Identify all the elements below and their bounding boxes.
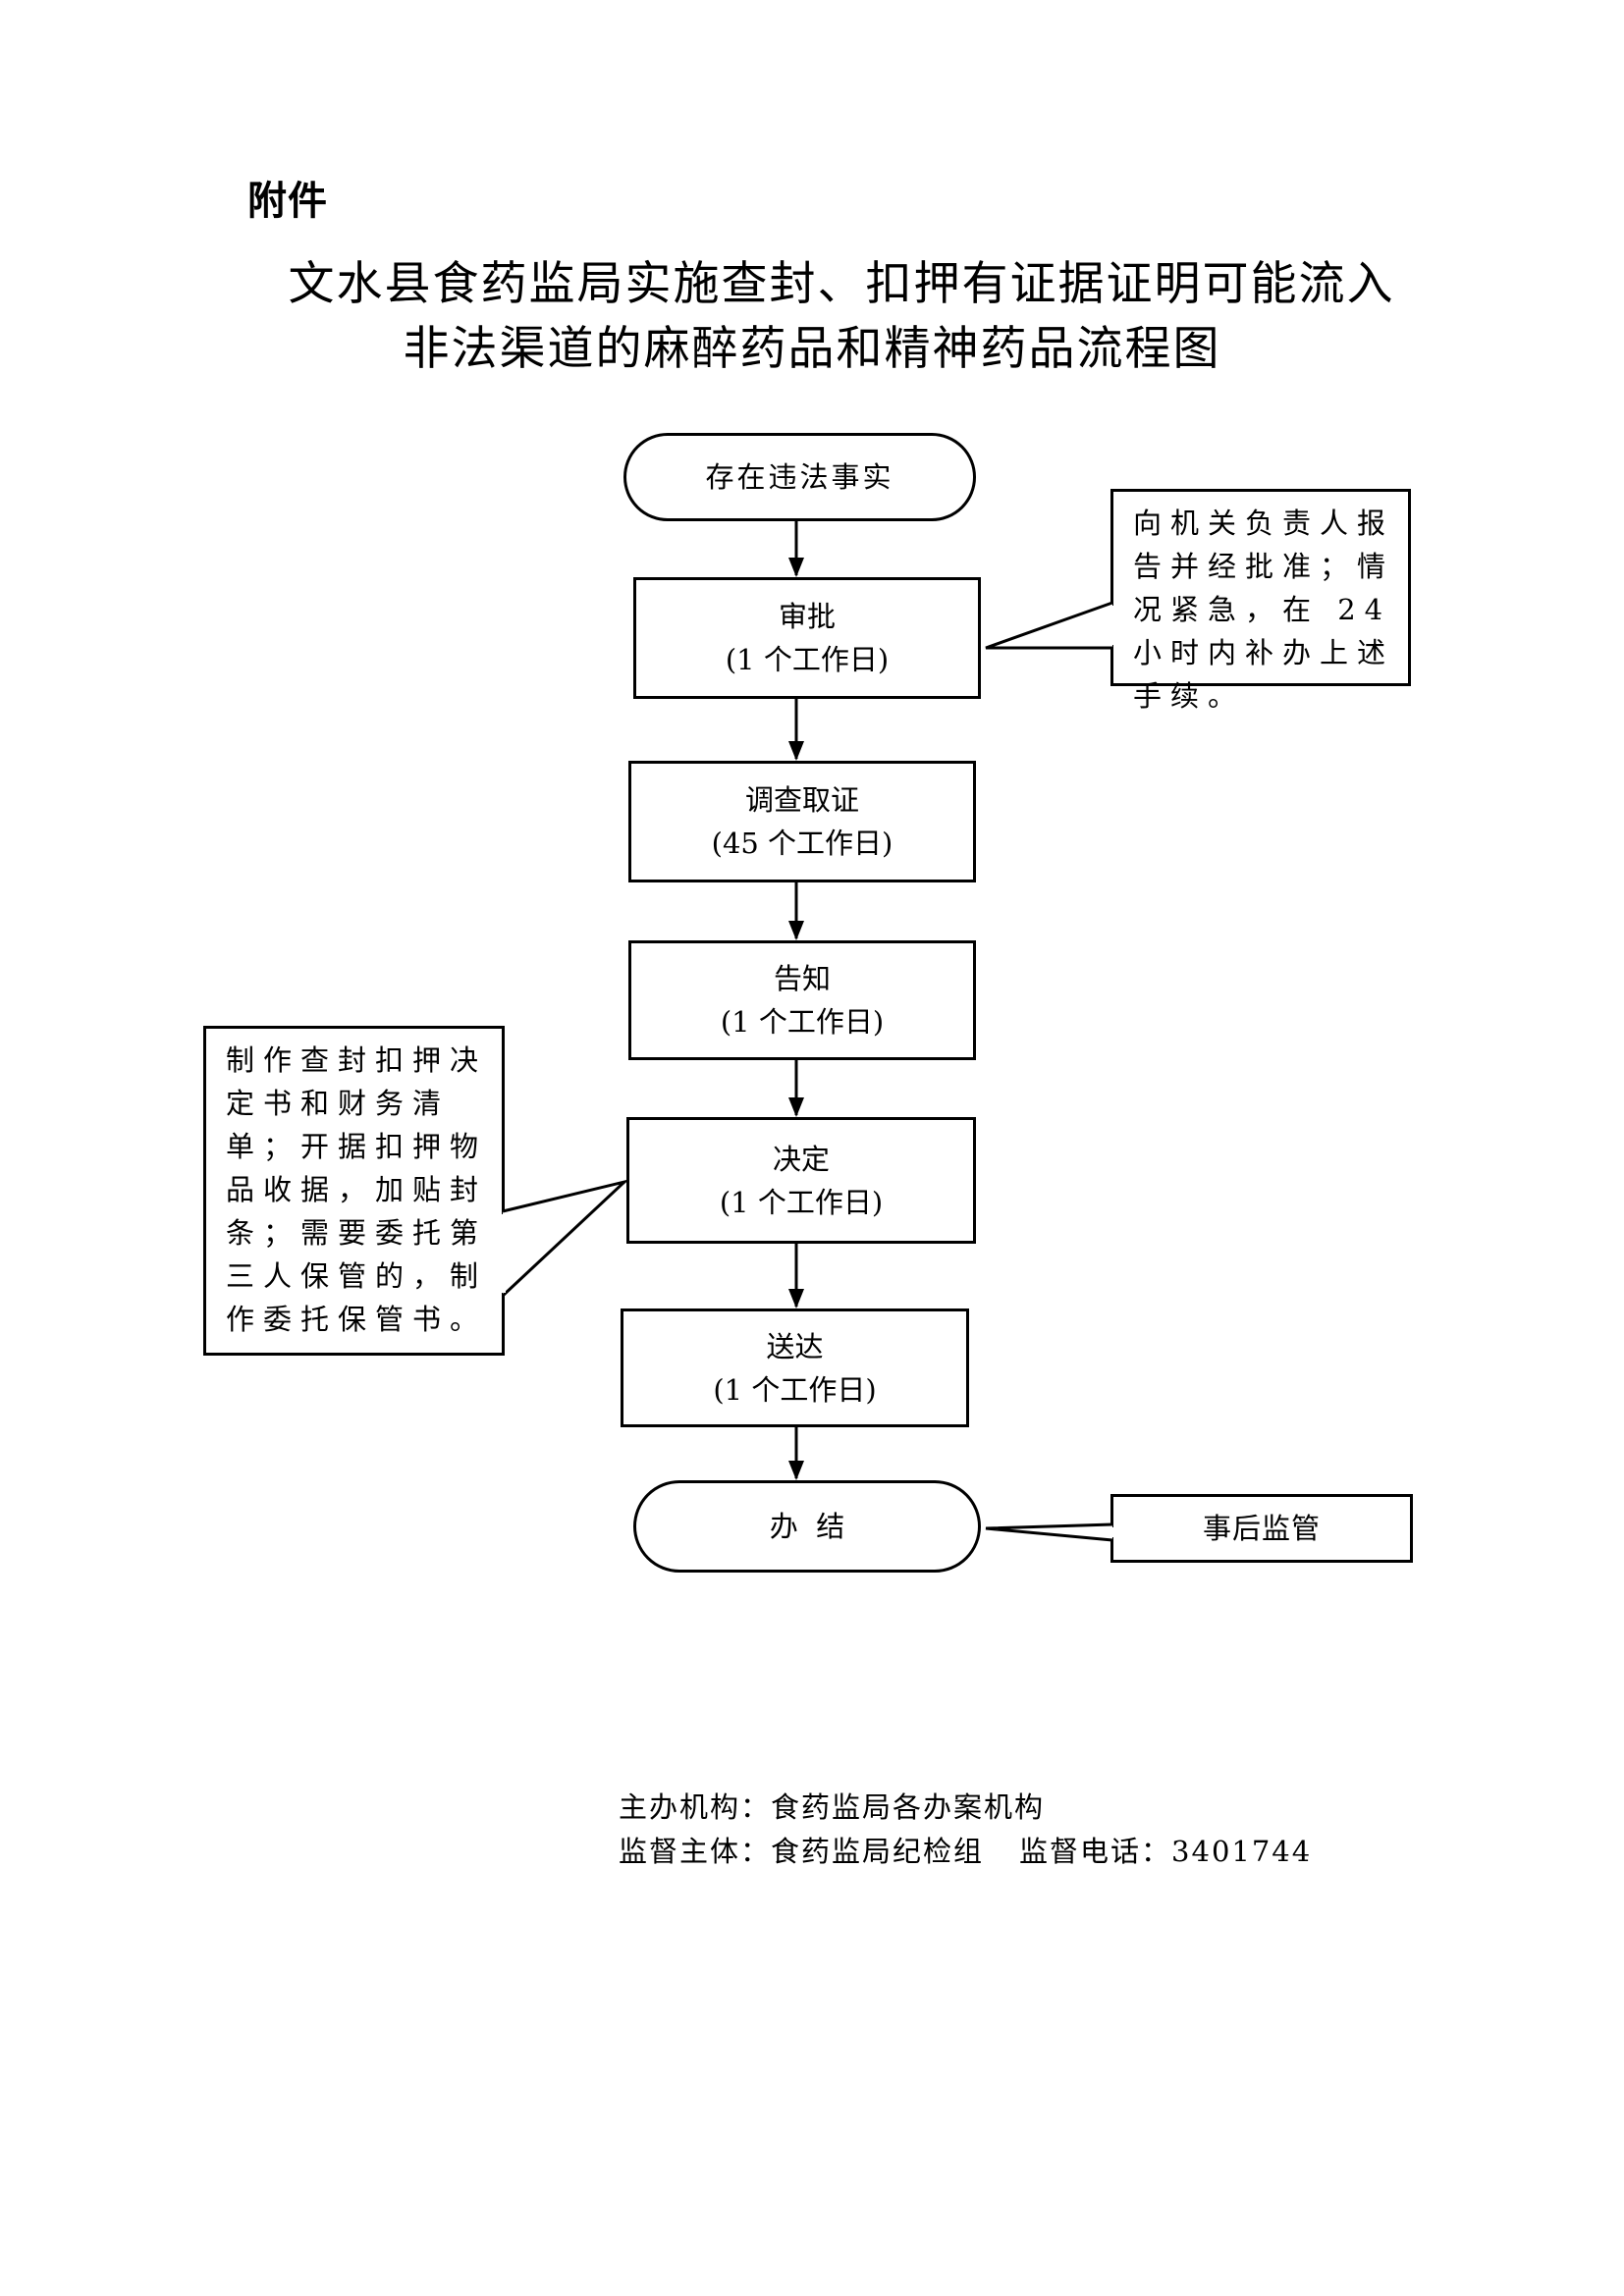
step-name: 决定	[772, 1142, 830, 1176]
arrowhead	[788, 921, 804, 940]
step-name: 送达	[766, 1329, 824, 1363]
step-duration: (1 个工作日)	[720, 1005, 885, 1039]
flow-step-investigation: 调查取证 (45 个工作日)	[628, 761, 976, 882]
flow-step-notice: 告知 (1 个工作日)	[628, 940, 976, 1060]
organizer-value: 食药监局各办案机构	[771, 1790, 1046, 1824]
step-duration: (1 个工作日)	[719, 1185, 884, 1219]
flow-end-label: 办 结	[769, 1510, 845, 1543]
flow-end-terminal: 办 结	[633, 1480, 981, 1573]
footer-organizer: 主办机构：食药监局各办案机构	[619, 1785, 1045, 1826]
organizer-label: 主办机构：	[619, 1790, 772, 1824]
arrowhead	[788, 741, 804, 761]
arrowhead	[788, 558, 804, 577]
arrowhead	[788, 1097, 804, 1117]
approval-callout-note: 向机关负责人报告并经批准；情况紧急，在 24 小时内补办上述手续。	[1110, 489, 1411, 713]
step-duration: (45 个工作日)	[711, 827, 893, 860]
flow-step-decision: 决定 (1 个工作日)	[626, 1117, 976, 1244]
arrowhead	[788, 1461, 804, 1480]
step-name: 告知	[773, 962, 831, 995]
title-line-2: 非法渠道的麻醉药品和精神药品流程图	[403, 322, 1221, 376]
supervisor-value: 食药监局纪检组	[771, 1835, 985, 1868]
phone-value: 3401744	[1171, 1835, 1313, 1868]
step-duration: (1 个工作日)	[713, 1372, 877, 1407]
flow-start-terminal: 存在违法事实	[623, 433, 976, 521]
decision-callout-note: 制作查封扣押决定书和财务清单；开据扣押物品收据，加贴封条；需要委托第三人保管的，…	[203, 1026, 505, 1356]
phone-label: 监督电话：	[1019, 1835, 1172, 1868]
flow-step-approval: 审批 (1 个工作日)	[633, 577, 981, 699]
flow-start-label: 存在违法事实	[705, 460, 894, 494]
footer-supervision: 监督主体：食药监局纪检组 监督电话：3401744	[619, 1829, 1312, 1870]
end-callout-note: 事后监管	[1110, 1494, 1413, 1563]
title-line-1: 文水县食药监局实施查封、扣押有证据证明可能流入	[288, 257, 1395, 311]
step-duration: (1 个工作日)	[725, 643, 890, 676]
step-name: 审批	[778, 600, 836, 633]
flow-step-delivery: 送达 (1 个工作日)	[621, 1308, 969, 1427]
step-name: 调查取证	[744, 783, 859, 817]
arrowhead	[788, 1289, 804, 1308]
attachment-label: 附件	[247, 179, 328, 224]
supervisor-label: 监督主体：	[619, 1835, 772, 1868]
